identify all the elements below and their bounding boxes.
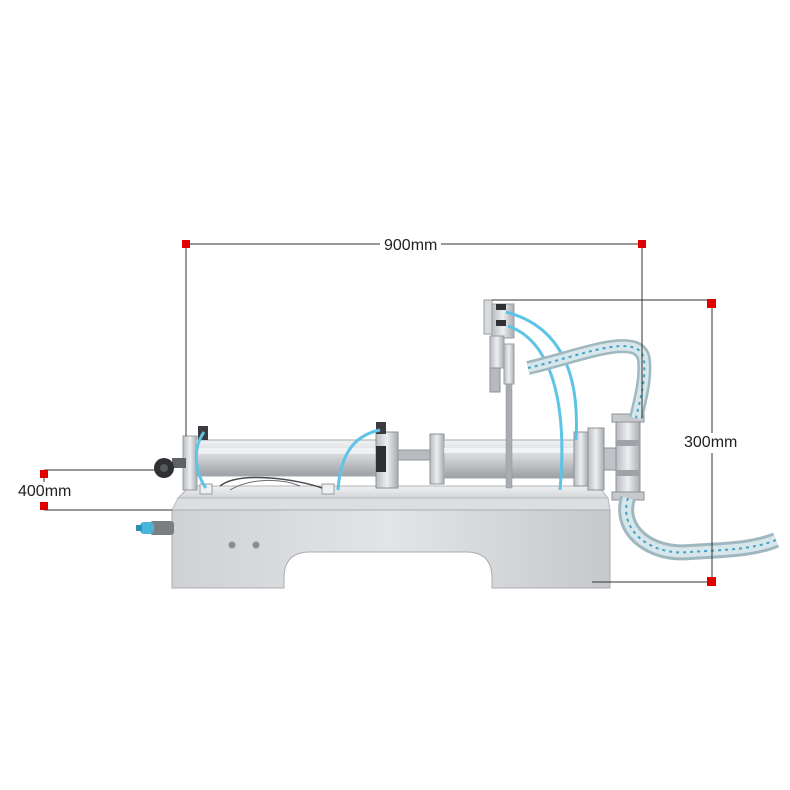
dimension-marker xyxy=(40,502,48,510)
machine-base xyxy=(171,485,611,589)
screw-icon xyxy=(252,541,260,549)
depth-dimension xyxy=(40,469,172,511)
depth-label: 400mm xyxy=(16,482,74,502)
dimension-marker xyxy=(182,240,190,248)
valve-assembly xyxy=(611,413,645,501)
dimension-marker xyxy=(707,577,716,586)
cable xyxy=(219,476,323,489)
filling-nozzle xyxy=(483,299,515,489)
material-cylinder xyxy=(429,427,617,491)
cable xyxy=(229,479,301,491)
dimension-marker xyxy=(707,299,716,308)
pneumatic-cylinder xyxy=(182,431,433,491)
height-label: 300mm xyxy=(682,433,740,453)
dimension-marker xyxy=(40,470,48,478)
air-inlet-fitting xyxy=(136,521,174,535)
feed-hose xyxy=(526,339,780,561)
adjustment-knob-icon xyxy=(154,458,186,478)
dimension-marker xyxy=(638,240,646,248)
screw-icon xyxy=(228,541,236,549)
width-label: 900mm xyxy=(380,236,442,256)
